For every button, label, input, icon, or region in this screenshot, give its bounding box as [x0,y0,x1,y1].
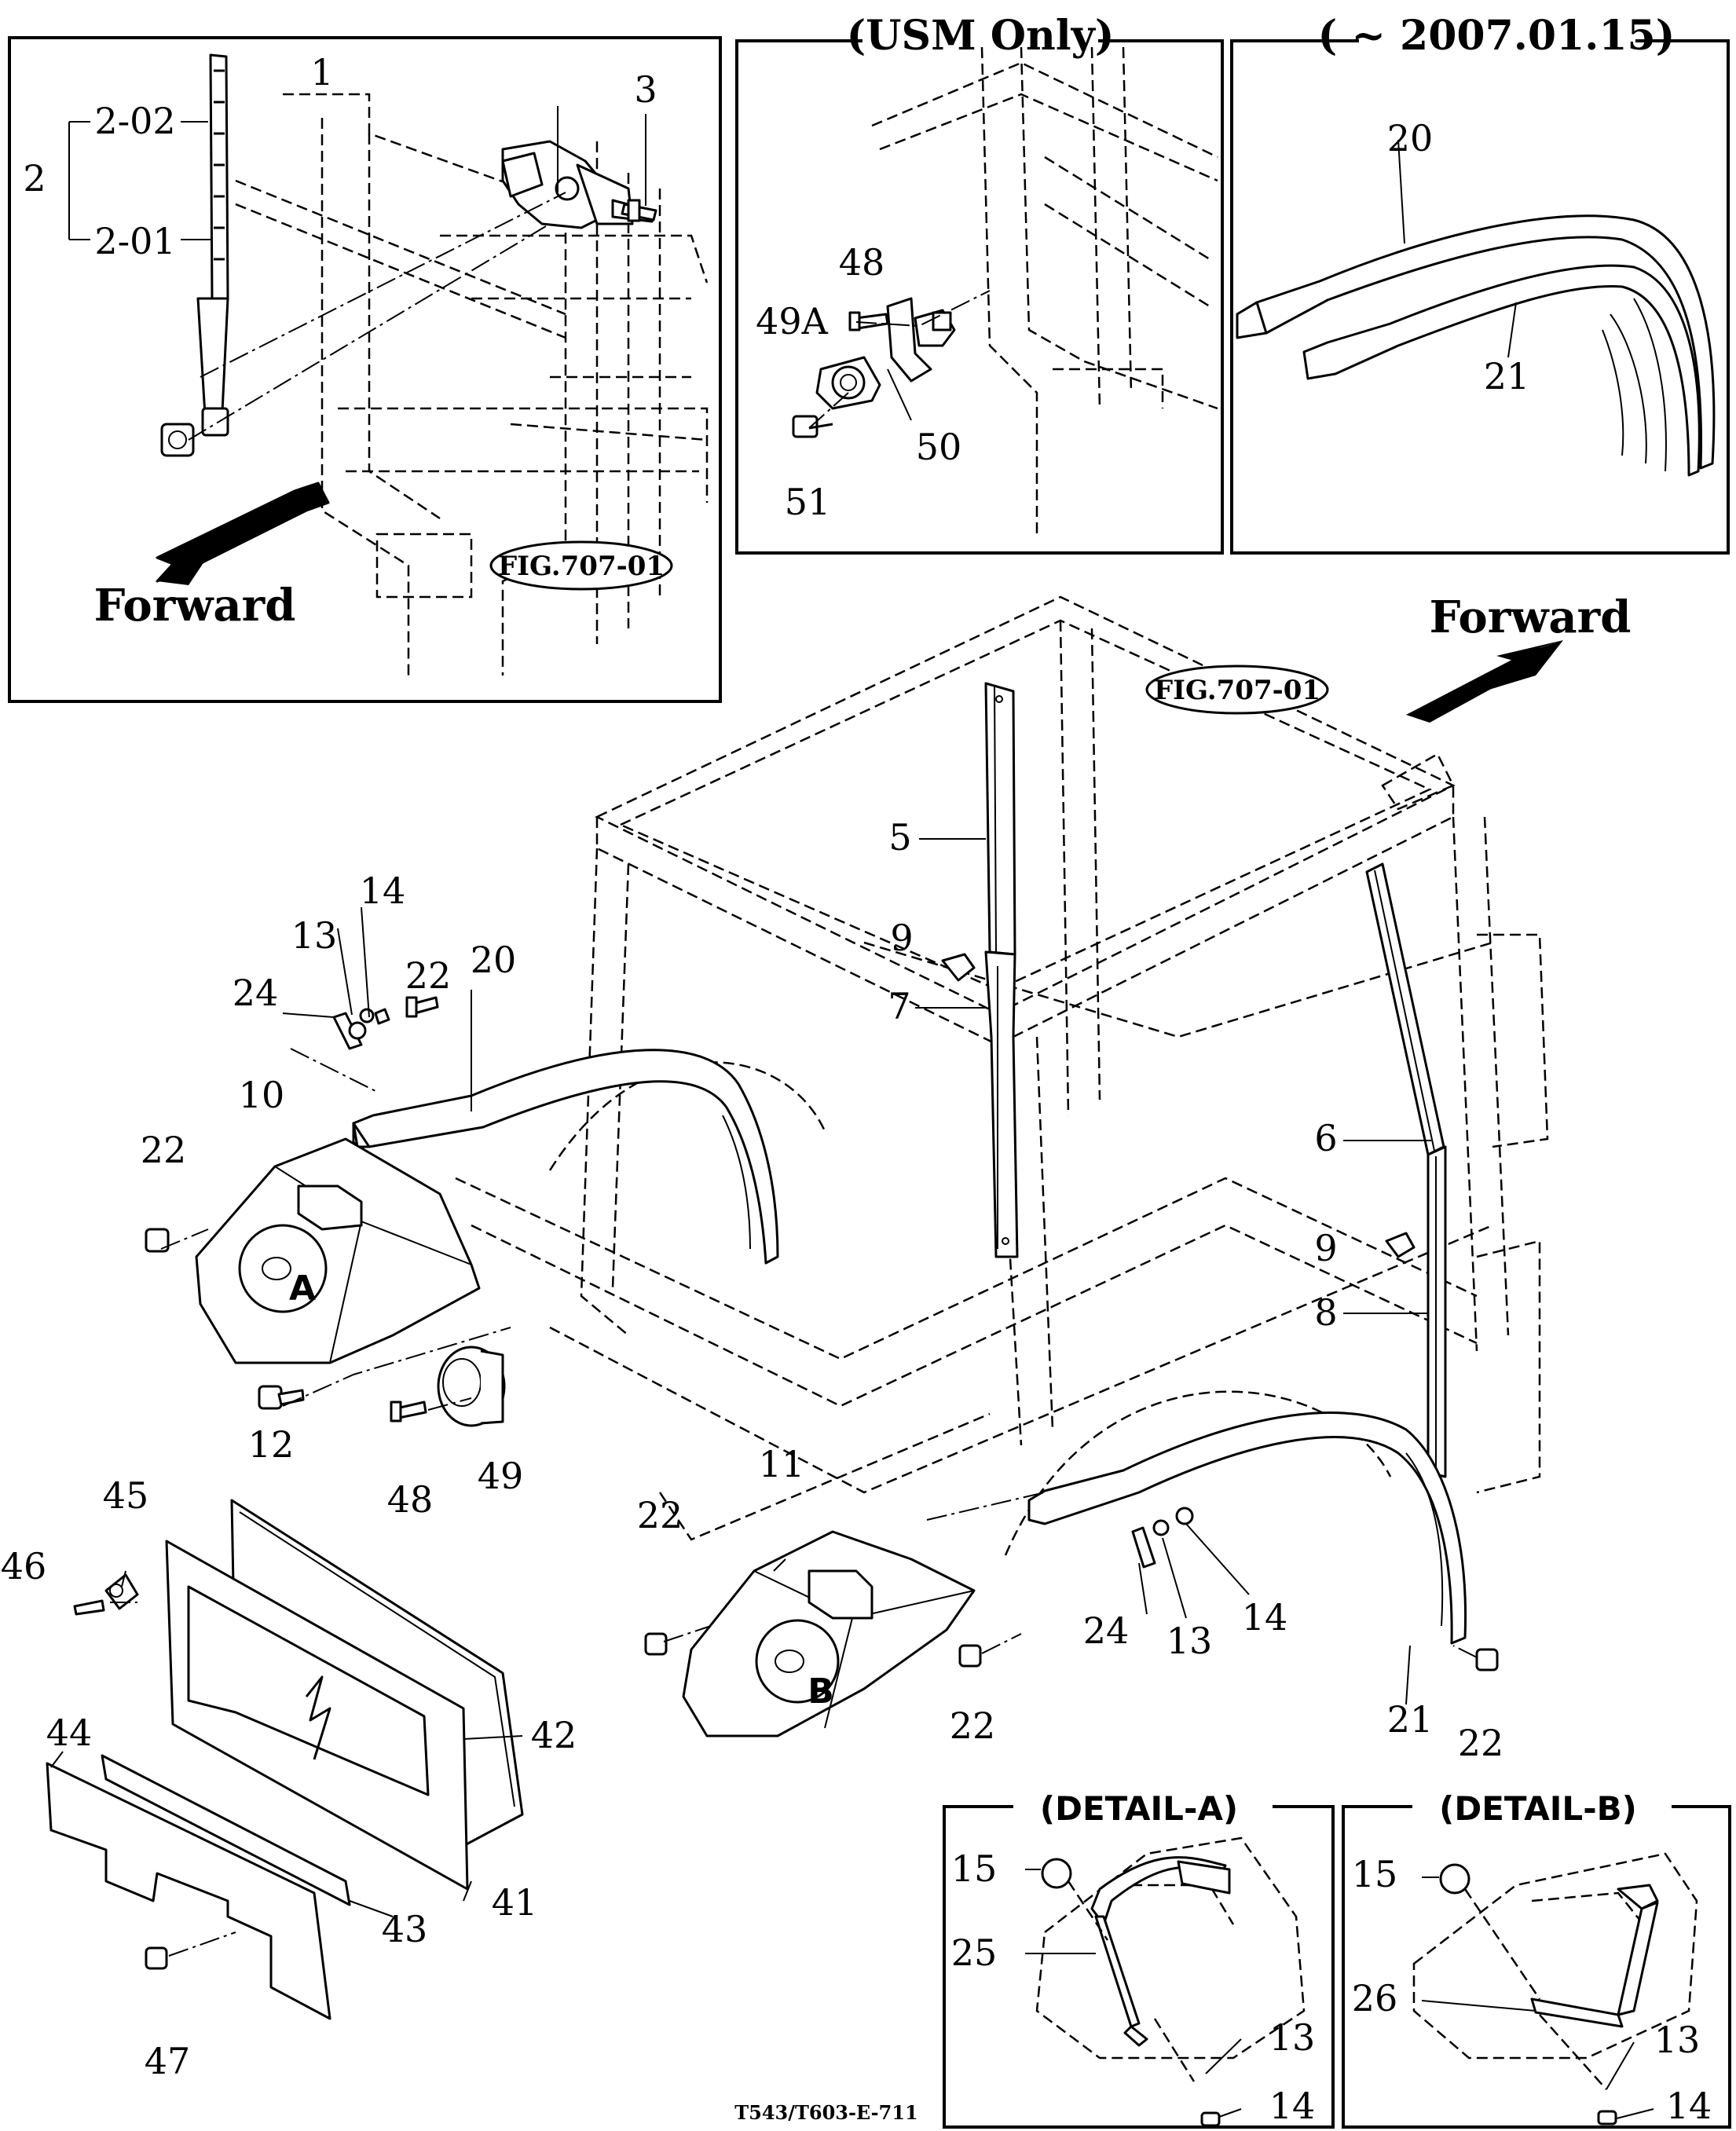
fender-icon [352,1049,779,1265]
pillar-cover-6 [1365,862,1445,1156]
callout-44: 44 [46,1712,93,1754]
detail-b-panel [1342,1781,1731,2129]
callout-9-left: 9 [890,917,913,959]
callout-21-early: 21 [1484,355,1530,397]
callout-13-left: 13 [291,914,338,957]
main-forward-label: Forward [1430,591,1632,643]
usm-cab-frame [871,46,1218,534]
wiper-fig-ref-badge [489,540,673,591]
callout-7: 7 [888,985,910,1027]
detail-a-title: (DETAIL-A) [1040,1789,1238,1828]
bolt-icon [792,311,889,438]
callout-2-01: 2-01 [94,220,175,262]
callout-49a: 49A [756,300,829,342]
callout-22-left: 22 [141,1129,187,1171]
callout-48-usm: 48 [839,241,885,284]
callout-22-center: 22 [637,1494,683,1536]
detail-a-callout-15: 15 [951,1847,998,1890]
detail-b-callout-13: 13 [1654,2019,1701,2061]
detail-b-title: (DETAIL-B) [1439,1789,1637,1828]
callout-51: 51 [785,481,831,523]
rear-cover-10 [195,1137,481,1364]
usm-title: (USM Only) [847,12,1115,60]
wiper-forward-label: Forward [94,580,296,632]
callout-5: 5 [888,816,911,859]
callout-45: 45 [103,1474,149,1517]
callout-12: 12 [248,1423,295,1466]
callout-22-top: 22 [405,954,452,997]
clip-icon [941,953,976,982]
glass-window-icon [165,1499,524,1891]
forward-arrow-icon [1406,640,1563,723]
callout-48: 48 [387,1478,434,1521]
callout-6: 6 [1314,1117,1337,1159]
pillar-cover-7 [984,950,1019,1258]
forward-arrow-icon [156,481,330,585]
callout-3: 3 [634,68,657,111]
pillar-cover-8 [1427,1145,1447,1478]
callout-2-02: 2-02 [94,100,175,142]
callout-13-right: 13 [1166,1620,1213,1662]
detail-a-callout-14: 14 [1269,2085,1316,2127]
rear-cover-11 [682,1530,976,1737]
wiper-panel-cab-frame [235,93,709,676]
callout-9-right: 9 [1314,1227,1337,1269]
diagram-code: T543/T603-E-711 [734,2101,917,2124]
wiper-fig-ref: FIG.707-01 [498,551,665,582]
usm-panel [735,16,1224,555]
callout-46: 46 [1,1545,47,1587]
callout-41: 41 [492,1881,538,1924]
detail-mark-a: A [289,1269,316,1309]
callout-43: 43 [382,1908,428,1950]
callout-24-left: 24 [233,972,279,1014]
callout-22-lower: 22 [950,1704,996,1747]
pillar-cover-5 [984,682,1016,956]
detail-a-panel [943,1781,1335,2129]
trim-panel-44 [46,1754,351,2020]
hardware-icons [145,996,1499,1970]
wiper-panel [8,36,722,703]
early-version-title: ( ~ 2007.01.15) [1318,12,1676,60]
bracket-45 [73,1573,139,1616]
callout-24-right: 24 [1083,1609,1130,1652]
detail-b-callout-26: 26 [1352,1977,1398,2019]
detail-b-callout-15: 15 [1352,1853,1398,1895]
main-fig-ref: FIG.707-01 [1154,675,1320,706]
callout-14-left: 14 [360,870,406,912]
wiper-blade-icon [160,53,229,457]
callout-20: 20 [471,939,517,981]
fender-icon [1236,214,1716,477]
callout-14-right: 14 [1242,1596,1288,1639]
callout-47: 47 [145,2040,191,2082]
early-version-panel [1230,16,1730,555]
callout-22-right: 22 [1458,1722,1504,1764]
callout-2: 2 [23,157,46,200]
socket-icon [815,356,881,410]
callout-42: 42 [531,1714,577,1756]
callout-20-early: 20 [1387,117,1434,159]
detail-mark-b: B [808,1671,834,1712]
detail-b-callout-14: 14 [1666,2085,1712,2127]
callout-8: 8 [1314,1291,1337,1334]
callout-1: 1 [310,51,333,93]
callout-11: 11 [759,1443,805,1485]
detail-a-callout-25: 25 [951,1931,998,1974]
light-icon [437,1346,506,1427]
main-fig-ref-badge [1145,665,1329,715]
callout-10: 10 [239,1074,285,1116]
callout-49: 49 [478,1455,524,1497]
bolt-icon [621,199,657,222]
callout-50: 50 [916,426,962,468]
detail-a-callout-13: 13 [1269,2016,1316,2059]
fender-icon [1027,1412,1467,1645]
bracket-icon [886,297,956,383]
clip-icon [1385,1232,1416,1258]
callout-21: 21 [1387,1698,1434,1741]
